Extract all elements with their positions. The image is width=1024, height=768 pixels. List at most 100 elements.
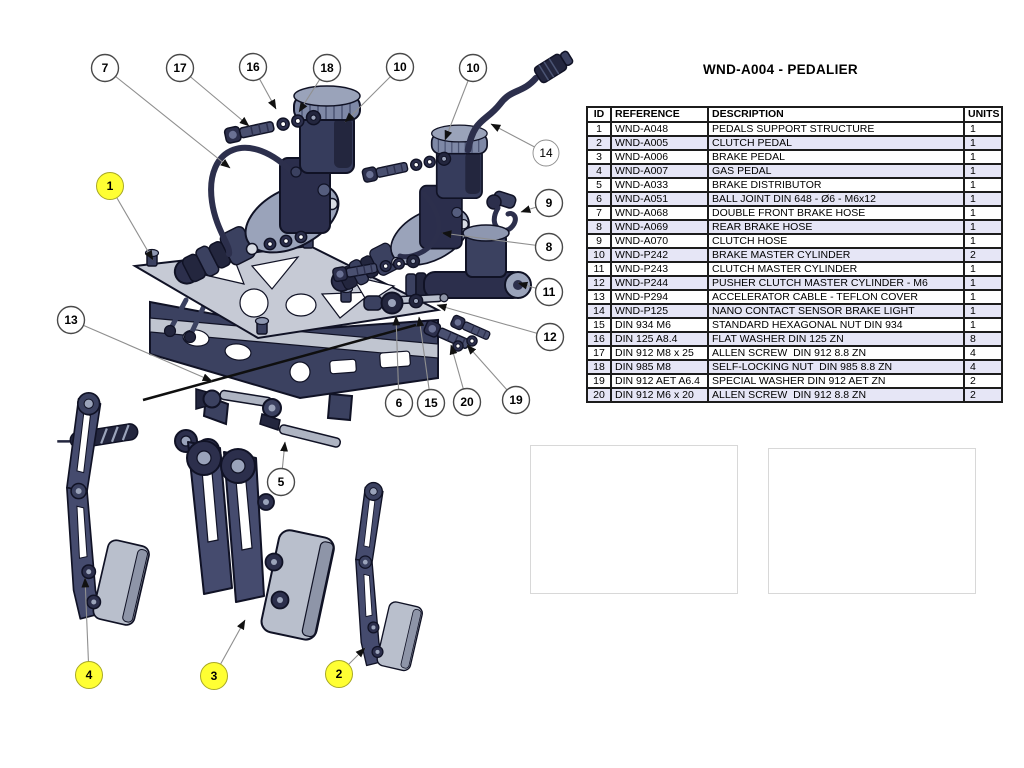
table-cell: 1 xyxy=(963,261,1003,277)
svg-text:12: 12 xyxy=(543,330,557,344)
table-cell: WND-A068 xyxy=(610,205,709,221)
svg-text:13: 13 xyxy=(64,313,78,327)
svg-text:4: 4 xyxy=(86,668,93,682)
callout-balloon-17: 17 xyxy=(165,53,195,83)
svg-text:1: 1 xyxy=(107,179,114,193)
table-cell: 20 xyxy=(586,387,612,403)
accelerator-cable-drawing xyxy=(142,323,417,402)
leader-line xyxy=(392,315,401,404)
table-cell: 1 xyxy=(963,149,1003,165)
svg-text:8: 8 xyxy=(546,240,553,254)
callout-balloon-16: 16 xyxy=(238,52,268,82)
leader-line xyxy=(70,319,213,382)
table-cell: DIN 912 M8 x 25 xyxy=(610,345,709,361)
table-cell: 1 xyxy=(586,121,612,137)
table-cell: GAS PEDAL xyxy=(707,163,965,179)
table-cell: WND-A033 xyxy=(610,177,709,193)
table-cell: CLUTCH HOSE xyxy=(707,233,965,249)
table-cell: WND-A051 xyxy=(610,191,709,207)
svg-text:7: 7 xyxy=(102,61,109,75)
svg-text:18: 18 xyxy=(320,61,334,75)
table-cell: BRAKE MASTER CYLINDER xyxy=(707,247,965,263)
front-brake-hose-drawing xyxy=(208,145,297,257)
table-cell: 15 xyxy=(586,317,612,333)
callout-balloon-7: 7 xyxy=(90,53,120,83)
table-cell: 13 xyxy=(586,289,612,305)
callout-balloon-8: 8 xyxy=(534,232,564,262)
table-cell: 1 xyxy=(963,303,1003,319)
table-cell: 8 xyxy=(586,219,612,235)
svg-text:15: 15 xyxy=(424,396,438,410)
svg-text:19: 19 xyxy=(509,393,523,407)
column-header-id: ID xyxy=(586,106,612,123)
leader-line xyxy=(104,67,231,169)
callout-balloon-9: 9 xyxy=(534,188,564,218)
table-cell: 8 xyxy=(963,331,1003,347)
table-cell: 2 xyxy=(963,247,1003,263)
table-cell: 1 xyxy=(963,275,1003,291)
table-cell: ACCELERATOR CABLE - TEFLON COVER xyxy=(707,289,965,305)
callout-balloon-2: 2 xyxy=(325,660,353,688)
callout-balloon-5: 5 xyxy=(266,467,296,497)
table-cell: 2 xyxy=(586,135,612,151)
table-cell: ALLEN SCREW DIN 912 8.8 ZN xyxy=(707,387,965,403)
table-cell: DIN 934 M6 xyxy=(610,317,709,333)
table-cell: DIN 125 A8.4 xyxy=(610,331,709,347)
rear-brake-hose-drawing xyxy=(397,191,442,260)
table-cell: WND-A007 xyxy=(610,163,709,179)
svg-text:20: 20 xyxy=(460,395,474,409)
table-cell: WND-A006 xyxy=(610,149,709,165)
table-cell: WND-A005 xyxy=(610,135,709,151)
table-cell: 7 xyxy=(586,205,612,221)
table-cell: WND-A069 xyxy=(610,219,709,235)
table-cell: BRAKE DISTRIBUTOR xyxy=(707,177,965,193)
svg-text:17: 17 xyxy=(173,61,187,75)
brake-pedal-drawing xyxy=(186,440,335,641)
svg-text:2: 2 xyxy=(336,667,343,681)
svg-text:3: 3 xyxy=(211,669,218,683)
table-cell: PUSHER CLUTCH MASTER CYLINDER - M6 xyxy=(707,275,965,291)
table-cell: DIN 912 M6 x 20 xyxy=(610,387,709,403)
table-cell: 1 xyxy=(963,233,1003,249)
leader-line xyxy=(441,230,550,248)
callout-balloon-18: 18 xyxy=(312,53,342,83)
table-cell: SPECIAL WASHER DIN 912 AET ZN xyxy=(707,373,965,389)
table-cell: 19 xyxy=(586,373,612,389)
column-header-description: DESCRIPTION xyxy=(707,106,965,123)
callout-balloon-4: 4 xyxy=(75,661,103,689)
svg-text:10: 10 xyxy=(466,61,480,75)
page-title: WND-A004 - PEDALIER xyxy=(703,62,858,77)
callout-balloon-19: 19 xyxy=(501,385,531,415)
table-cell: 2 xyxy=(963,387,1003,403)
ball-joint-drawing xyxy=(363,291,404,315)
table-cell: 1 xyxy=(963,121,1003,137)
table-cell: 18 xyxy=(586,359,612,375)
table-cell: 12 xyxy=(586,275,612,291)
table-cell: 1 xyxy=(963,191,1003,207)
callout-balloon-10: 10 xyxy=(458,53,488,83)
table-cell: WND-A048 xyxy=(610,121,709,137)
callout-balloon-11: 11 xyxy=(534,277,564,307)
table-cell: 14 xyxy=(586,303,612,319)
table-cell: 17 xyxy=(586,345,612,361)
hose-fitting xyxy=(290,166,302,178)
